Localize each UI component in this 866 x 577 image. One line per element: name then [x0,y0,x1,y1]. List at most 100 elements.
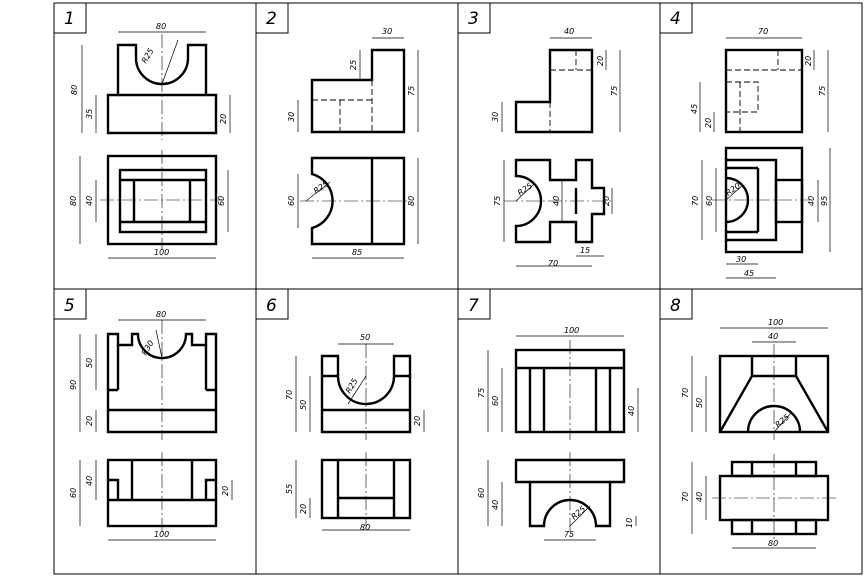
panel-number: 5 [64,296,75,316]
dimension-label: 30 [491,112,500,122]
dimension-label: 20 [704,118,713,128]
panel-3-front-view [514,48,594,134]
dimension-label: 80 [768,539,778,548]
dimension-label: 80 [407,196,416,206]
dimension-label: R25 [344,377,360,395]
panel-6-top-view [320,452,412,526]
panel-number-boxes [54,3,693,320]
panel-7-dimensions [487,335,639,541]
dimension-label: 40 [768,332,778,341]
panel-2-top-view [300,156,410,246]
panel-6-front-view [320,344,412,440]
dimension-label: 70 [681,492,690,502]
dimension-label: 45 [690,104,699,114]
dimension-label: R25 [312,179,330,195]
dimension-label: 10 [625,518,634,528]
dimension-label: 100 [768,318,783,327]
dimension-label: 40 [85,476,94,486]
panel-7-front-view [514,340,626,440]
panel-2-dimensions [297,37,419,259]
dimension-label: 55 [285,484,294,494]
dimension-label: 20 [602,196,611,206]
panel-1-front-view [106,34,218,140]
dimension-label: R25 [516,181,534,197]
panel-number: 4 [670,9,681,29]
dimension-label: 20 [219,114,228,124]
dimension-label: 90 [69,380,78,390]
dimension-label: 30 [287,112,296,122]
dimension-label: 60 [477,488,486,498]
panel-1-dimensions [79,31,231,259]
dimension-label: 80 [70,85,79,95]
dimension-label: 60 [705,196,714,206]
dimension-label: 20 [299,504,308,514]
dimension-label: 40 [85,196,94,206]
dimension-label: 40 [552,196,561,206]
dimension-label: 70 [758,27,768,36]
dimension-label: 70 [548,259,558,268]
panel-4-front-view [724,48,804,134]
panel-number: 8 [670,296,681,316]
dimension-label: 35 [85,109,94,119]
dimension-label: R25 [140,47,156,65]
dimension-label: 70 [285,390,294,400]
dimension-label: 80 [156,310,166,319]
panel-3-top-view [504,158,612,244]
panel-2-front-view [310,48,406,134]
dimension-label: 50 [695,398,704,408]
dimension-label: 40 [491,500,500,510]
dimension-label: R25 [570,505,588,522]
dimension-label: 40 [807,196,816,206]
dimension-label: 20 [413,416,422,426]
dimension-label: 100 [154,248,169,257]
panel-4-dimensions [699,37,831,279]
dimension-label: 25 [349,60,358,70]
dimension-label: 70 [681,388,690,398]
panel-number: 1 [64,9,75,29]
dimension-label: 50 [299,400,308,410]
dimension-label: 60 [491,396,500,406]
panel-5-dimensions [79,319,233,541]
dimension-label: 15 [580,246,590,255]
dimension-label: 85 [352,248,362,257]
dimension-label: 40 [564,27,574,36]
dimension-label: 75 [477,388,486,398]
dimension-label: 80 [156,22,166,31]
dimension-label: 20 [596,56,605,66]
dimension-label: 95 [820,196,829,206]
panel-8-top-view [712,454,836,542]
panel-5-top-view [106,452,218,534]
dimension-label: 75 [407,86,416,96]
panel-7-top-view [514,452,626,536]
panel-6-dimensions [295,343,425,531]
dimension-label: 60 [217,196,226,206]
panel-number: 7 [468,296,479,316]
dimension-label: R30 [140,339,156,357]
dimension-label: 80 [360,523,370,532]
dimension-label: R25 [774,413,792,430]
dimension-label: 20 [804,56,813,66]
dimension-label: 30 [736,255,746,264]
panel-4-top-view [712,146,810,254]
dimension-label: 80 [69,196,78,206]
dimension-label: 20 [221,486,230,496]
panel-number: 3 [468,9,479,29]
dimension-label: 40 [627,406,636,416]
dimension-label: 60 [69,488,78,498]
dimension-label: 75 [564,530,574,539]
panel-3-dimensions [501,37,621,267]
dimension-label: 50 [360,333,370,342]
dimension-label: 50 [85,358,94,368]
panel-5-front-view [106,320,218,440]
dimension-label: 60 [287,196,296,206]
panel-number: 6 [266,296,277,316]
dimension-label: 75 [818,86,827,96]
panel-8-dimensions [691,327,828,549]
dimension-label: 40 [695,492,704,502]
dimension-label: 30 [382,27,392,36]
dimension-label: 45 [744,269,754,278]
dimension-label: 100 [564,326,579,335]
dimension-label: 75 [610,86,619,96]
panel-8-front-view [718,344,830,440]
